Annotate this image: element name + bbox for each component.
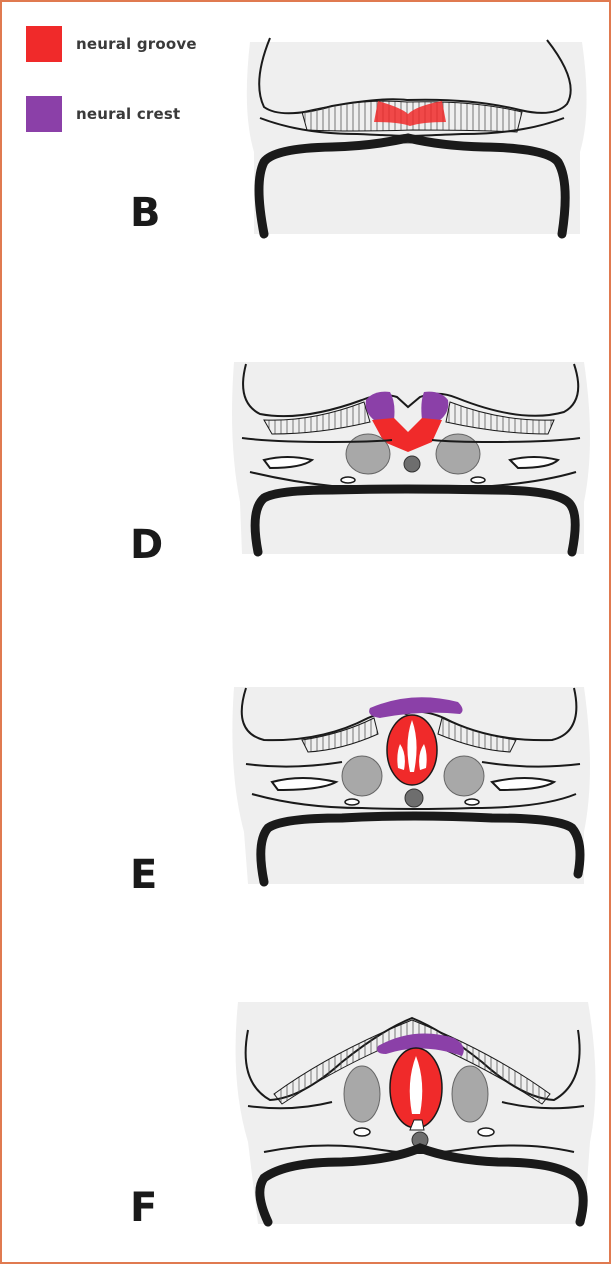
notochord-d	[404, 456, 420, 472]
somite-f-right	[452, 1066, 488, 1122]
section-b	[247, 38, 587, 234]
section-e	[232, 687, 590, 884]
notochord-e	[405, 789, 423, 807]
somite-f-left	[344, 1066, 380, 1122]
section-f	[236, 1002, 596, 1224]
somite-e-left	[342, 756, 382, 796]
somite-e-right	[444, 756, 484, 796]
section-d	[232, 362, 590, 554]
